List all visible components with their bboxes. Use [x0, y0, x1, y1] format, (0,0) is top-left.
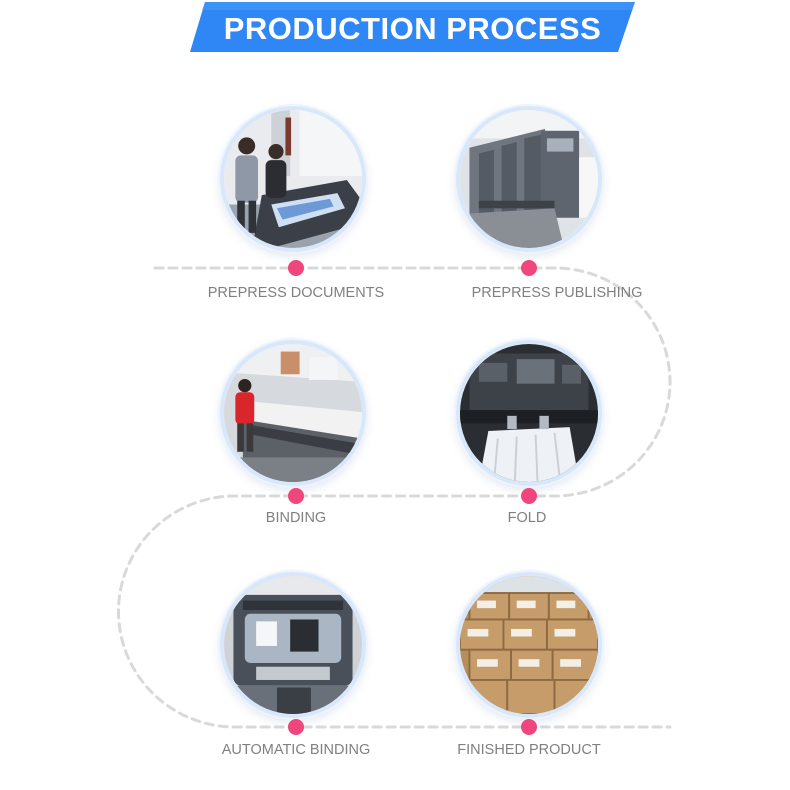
- header-banner: [190, 2, 635, 52]
- finished-boxes-photo: [456, 572, 602, 718]
- step-marker-prepress-publishing: [521, 260, 537, 276]
- page-title: PRODUCTION PROCESS: [223, 11, 602, 46]
- step-marker-binding: [288, 488, 304, 504]
- step-label-binding: BINDING: [265, 510, 327, 526]
- printing-press-photo: [456, 106, 602, 252]
- step-marker-fold: [521, 488, 537, 504]
- step-marker-prepress-documents: [288, 260, 304, 276]
- step-label-finished-product: FINISHED PRODUCT: [457, 742, 601, 758]
- step-label-automatic-binding: AUTOMATIC BINDING: [221, 742, 371, 758]
- prepress-documents-photo: [220, 106, 366, 252]
- step-label-prepress-publishing: PREPRESS PUBLISHING: [471, 285, 643, 301]
- folding-machine-photo: [456, 340, 602, 486]
- step-label-prepress-documents: PREPRESS DOCUMENTS: [207, 285, 385, 301]
- step-label-fold: FOLD: [507, 510, 547, 526]
- step-marker-finished-product: [521, 719, 537, 735]
- automatic-binding-machine-photo: [220, 572, 366, 718]
- binding-line-photo: [220, 340, 366, 486]
- step-marker-automatic-binding: [288, 719, 304, 735]
